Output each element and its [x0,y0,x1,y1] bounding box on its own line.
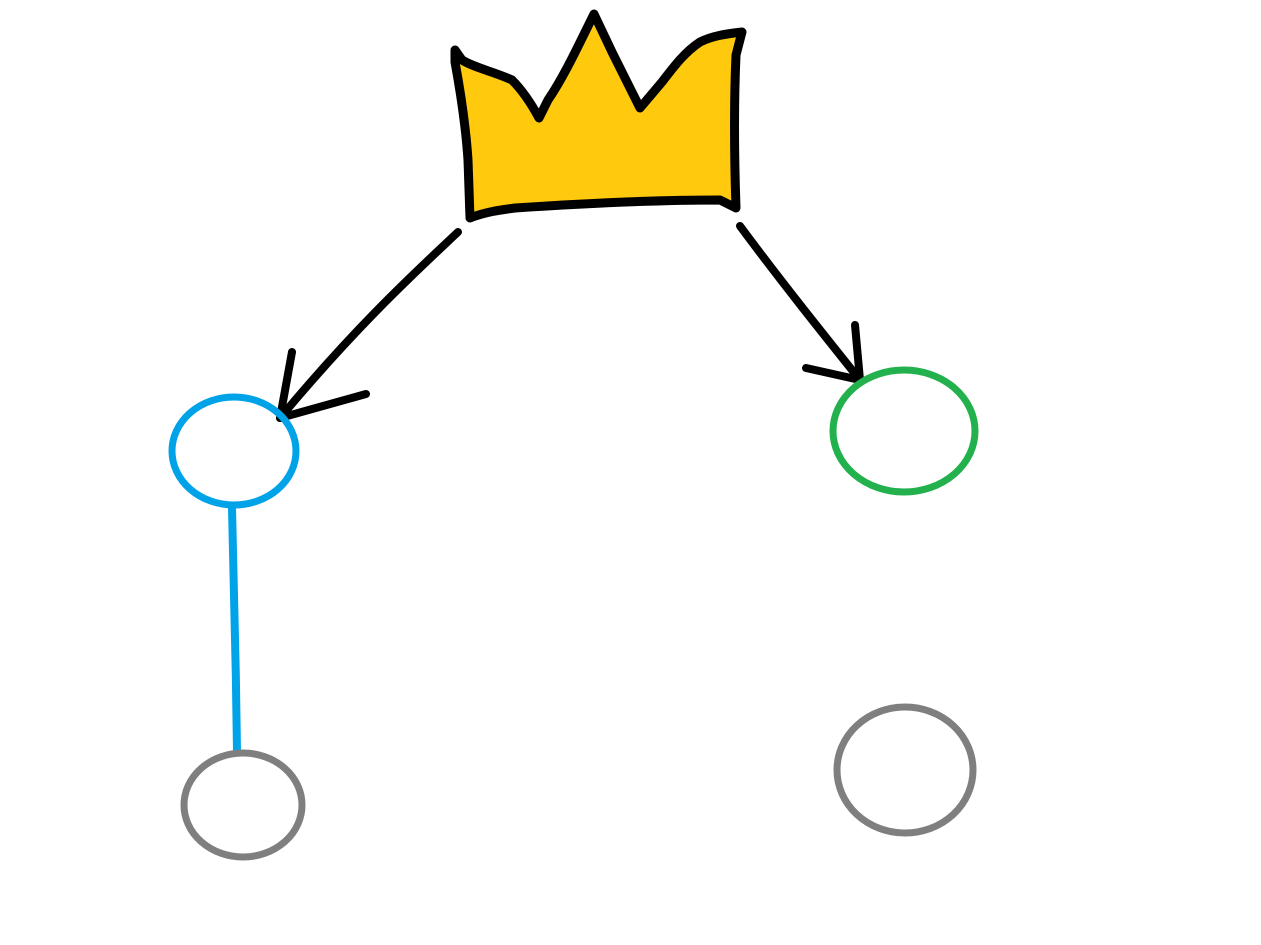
gray-node-right [833,703,977,837]
crown-shape [450,9,747,223]
crown-icon [450,9,747,223]
arrow-shaft-left [276,228,462,422]
blue-node [168,393,300,509]
gray-node-left [180,749,306,861]
arrow-crown-to-green [736,222,864,384]
arrow-shaft-right [736,222,864,384]
arrow-crown-to-blue [276,228,462,422]
green-node [829,366,979,496]
edge-blue-to-gray [228,504,241,756]
